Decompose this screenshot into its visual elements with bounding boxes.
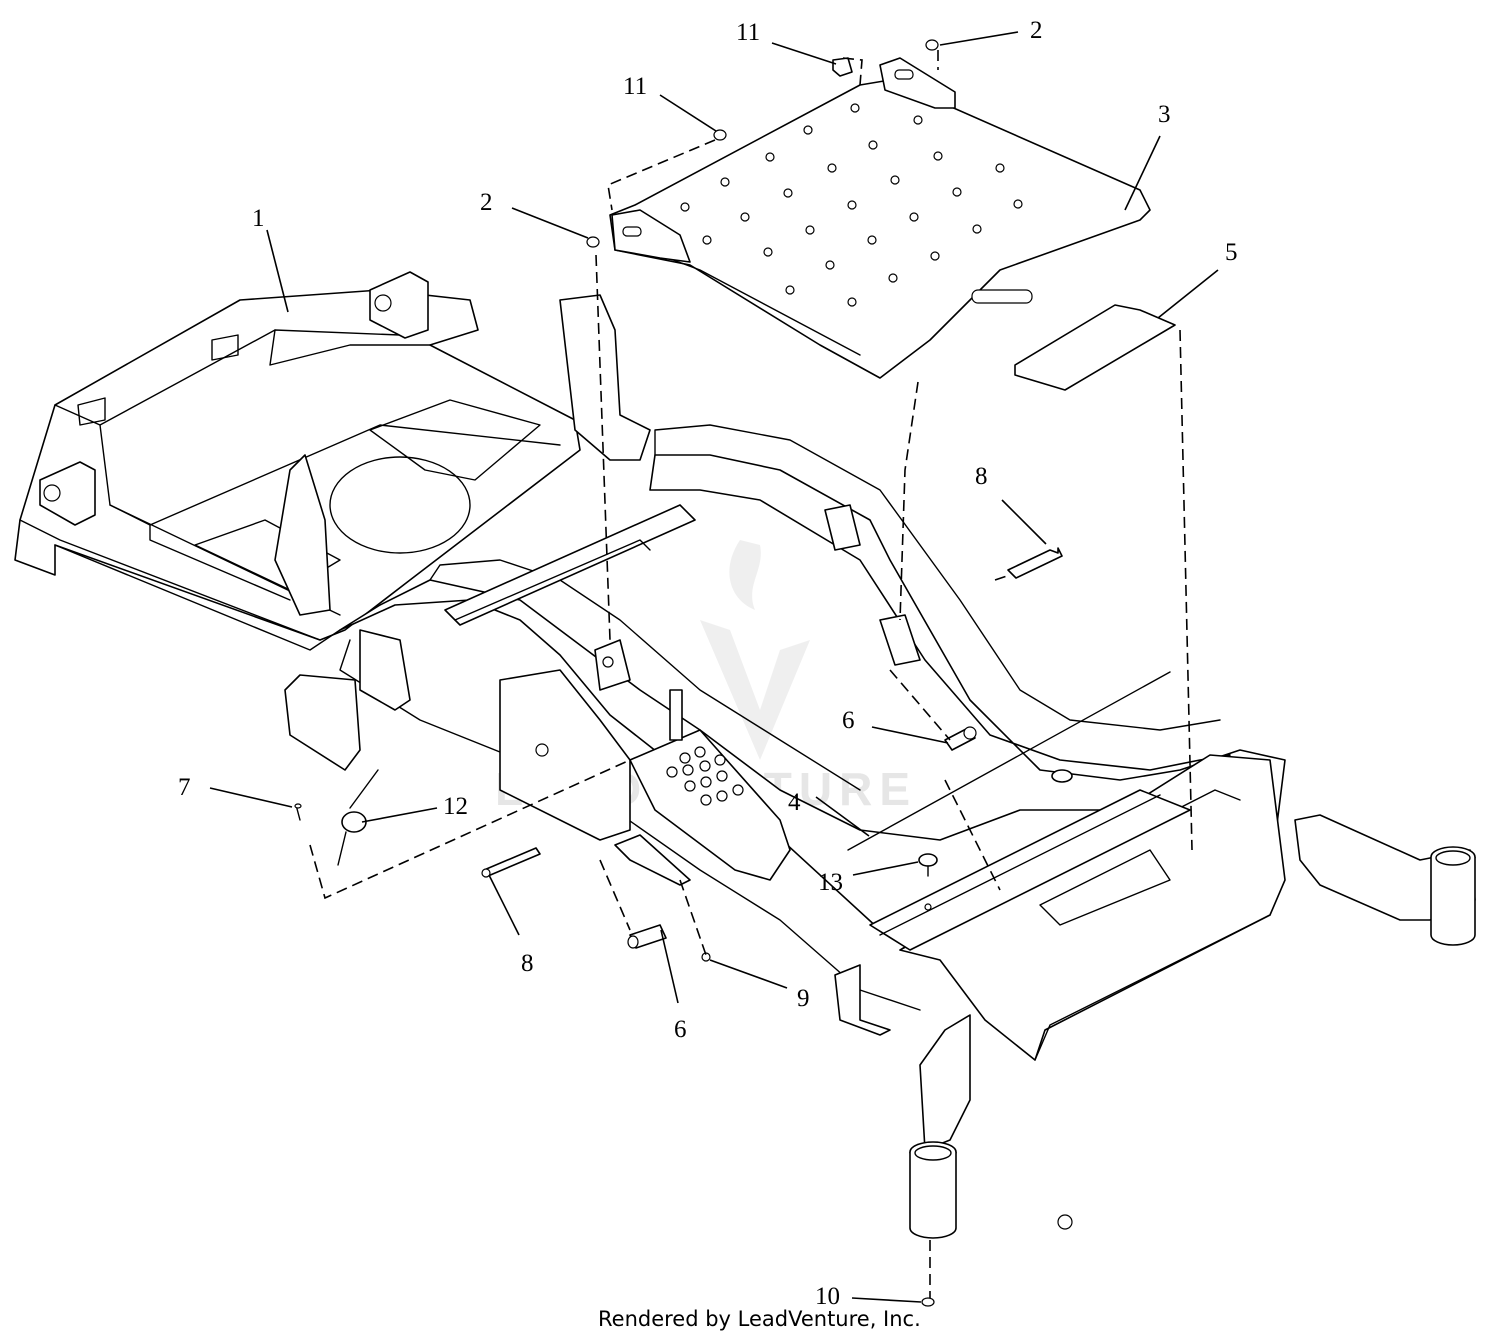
assembly-lines [309, 50, 1193, 1298]
callout-labels: 1 2 2 3 4 5 6 6 7 8 8 9 10 11 11 12 13 [178, 17, 1238, 1310]
callout-9: 9 [797, 985, 810, 1012]
callout-8-right: 8 [975, 463, 988, 490]
callout-8-left: 8 [521, 950, 534, 977]
floor-plate [609, 57, 1151, 379]
callout-12: 12 [443, 793, 468, 820]
leader-lines [209, 31, 1219, 1303]
footrest-holes [666, 746, 744, 806]
callout-6-right: 6 [842, 707, 855, 734]
callout-4: 4 [788, 789, 801, 816]
callout-13: 13 [818, 869, 843, 896]
render-credit: Rendered by LeadVenture, Inc. [598, 1307, 921, 1331]
callout-1: 1 [252, 205, 265, 232]
pad-part-5 [1014, 304, 1176, 391]
callout-6-bottom: 6 [674, 1016, 687, 1043]
frame-assembly [14, 271, 1476, 1239]
callout-3: 3 [1158, 101, 1171, 128]
callout-10: 10 [815, 1283, 840, 1310]
floor-plate-holes [680, 103, 1023, 307]
callout-5: 5 [1225, 239, 1238, 266]
callout-2-left: 2 [480, 189, 493, 216]
rod-part-4 [847, 671, 1171, 851]
callout-2-top: 2 [1030, 17, 1043, 44]
hardware [294, 39, 1063, 1307]
callout-11-top: 11 [736, 19, 760, 46]
callout-7: 7 [178, 774, 191, 801]
callout-11-left: 11 [623, 73, 647, 100]
